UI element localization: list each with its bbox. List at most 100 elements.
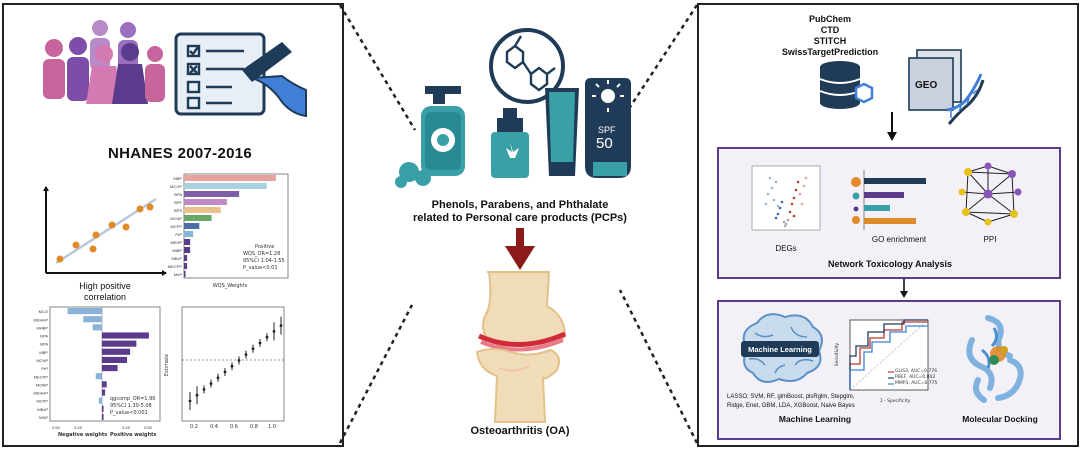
qgc-bar bbox=[102, 348, 131, 355]
qgc-bar bbox=[102, 365, 118, 372]
database-stitch: STITCH bbox=[813, 36, 847, 46]
wqs-bar-label: BPA bbox=[174, 192, 182, 197]
wqs-xlabel: WQS_Weights bbox=[212, 283, 248, 289]
wqs-bar bbox=[184, 263, 188, 269]
ml-label: Machine Learning bbox=[778, 414, 852, 424]
qgc-bar-label: MEHHP bbox=[34, 317, 49, 322]
ml-methods-line2: Ridge, Enet, GBM, LDA, XGBoost, Naive Ba… bbox=[727, 403, 855, 409]
estimate-point bbox=[258, 341, 262, 345]
spf-value: 50 bbox=[596, 135, 613, 152]
volcano-plot bbox=[751, 165, 821, 231]
docking-label: Molecular Docking bbox=[962, 414, 1038, 424]
qgc-bar bbox=[95, 373, 102, 380]
qgc-tick: 0.25 bbox=[74, 425, 83, 430]
qgc-tick: 0.50 bbox=[144, 425, 153, 430]
wqs-legend-4: P_value<0.01 bbox=[243, 265, 278, 271]
qgc-bar bbox=[102, 356, 127, 363]
pcp-title-line1: Phenols, Parabens, and Phthalate bbox=[431, 199, 609, 211]
estimate-point bbox=[195, 393, 199, 397]
ppi-label: PPI bbox=[983, 235, 997, 244]
database-swiss: SwissTargetPrediction bbox=[781, 47, 879, 57]
qgc-bar bbox=[102, 332, 149, 339]
roc-legend-2: PBEF, AUC=0.802 bbox=[895, 375, 936, 380]
molecular-docking-icon bbox=[966, 315, 1024, 403]
forest-tick-3: 0.6 bbox=[230, 424, 238, 430]
oa-label: Osteoarthritis (OA) bbox=[470, 425, 570, 437]
forest-tick-1: 0.2 bbox=[190, 424, 198, 430]
estimate-point bbox=[279, 324, 283, 327]
qgc-bar-label: PrP bbox=[41, 366, 48, 371]
qgc-bar-label: BPA bbox=[40, 342, 48, 347]
qgc-bar-label: MHBP bbox=[36, 325, 48, 330]
roc-xlabel: 1 - Specificity bbox=[879, 399, 911, 404]
database-icon bbox=[819, 61, 874, 109]
qgc-bar-label: MECPP bbox=[34, 374, 49, 379]
spf-text: SPF bbox=[598, 125, 616, 135]
qgc-bar bbox=[102, 381, 107, 388]
forest-tick-4: 0.8 bbox=[250, 424, 258, 430]
arrow-down-2-icon bbox=[900, 279, 908, 298]
wqs-bar-label: MeP bbox=[174, 272, 183, 277]
ml-brain-icon bbox=[741, 313, 823, 383]
qgcomp-weights-chart: MCO MEHHP MHBP BPA BPA MBP MCNP PrP MECPP MONP MEH… bbox=[34, 306, 161, 430]
qgc-bar-label: MEHHP bbox=[34, 391, 49, 396]
wqs-bar bbox=[184, 247, 191, 253]
qgc-legend-1: qgcomp_OR=1.96 bbox=[110, 396, 156, 402]
estimate-point bbox=[265, 335, 269, 339]
qgc-bar bbox=[102, 389, 106, 396]
knee-joint-icon bbox=[475, 271, 567, 423]
database-ctd: CTD bbox=[820, 25, 840, 35]
roc-legend-3: MMP3, AUC=0.775 bbox=[895, 381, 938, 386]
qgc-bar-label: MNP bbox=[39, 415, 48, 420]
ml-brain-label: Machine Learning bbox=[748, 345, 812, 354]
wqs-bar-label: MCOP bbox=[170, 184, 182, 189]
estimate-point bbox=[223, 370, 227, 374]
wqs-legend-2: WQS_OR=1.28 bbox=[243, 251, 281, 257]
wqs-bar bbox=[184, 255, 188, 261]
scatter-label-2: correlation bbox=[83, 292, 127, 302]
wqs-bar bbox=[184, 223, 200, 229]
estimate-point bbox=[216, 376, 220, 380]
go-label: GO enrichment bbox=[871, 235, 927, 244]
estimate-point bbox=[244, 353, 248, 356]
qgc-bar bbox=[102, 413, 104, 420]
wqs-bar-label: MECPP bbox=[168, 264, 183, 269]
qgc-bar-label: MBP bbox=[39, 350, 48, 355]
wqs-weights-chart: MBPMCOPBPABPFBPSMCNPMCPPPrPMEHPMiBPMBzPM… bbox=[168, 173, 289, 279]
qgc-xlabel-neg: Negative weights bbox=[58, 432, 108, 438]
estimate-point bbox=[188, 399, 192, 403]
wqs-bar-label: MBP bbox=[173, 176, 182, 181]
wqs-bar-label: BPS bbox=[174, 208, 182, 213]
wqs-bar bbox=[184, 191, 240, 197]
qgc-tick: 0.25 bbox=[122, 425, 131, 430]
qgc-bar-label: BPA bbox=[40, 334, 48, 339]
qgc-xlabel-pos: Positive weights bbox=[110, 432, 157, 438]
qgc-bar-label: MCO bbox=[39, 309, 48, 314]
estimate-point bbox=[209, 382, 213, 385]
estimate-point bbox=[230, 364, 234, 368]
degs-label: DEGs bbox=[775, 244, 797, 253]
qgc-bar bbox=[67, 308, 102, 315]
wqs-bar-label: MCPP bbox=[170, 224, 182, 229]
qgc-bar-label: MONP bbox=[36, 382, 48, 387]
wqs-bar-label: MBzP bbox=[171, 256, 182, 261]
wqs-bar-label: MEHP bbox=[170, 240, 182, 245]
go-enrichment-chart bbox=[851, 170, 926, 230]
wqs-bar-label: PrP bbox=[175, 232, 182, 237]
wqs-bar-label: MCNP bbox=[170, 216, 182, 221]
people-group-icon bbox=[43, 20, 165, 104]
pcp-title-line2: related to Personal care products (PCPs) bbox=[413, 212, 627, 224]
nta-label: Network Toxicology Analysis bbox=[827, 259, 953, 269]
estimate-point bbox=[272, 330, 276, 333]
qgc-legend-3: P_value<0.001 bbox=[110, 410, 148, 416]
qgc-bar-label: MCNP bbox=[36, 358, 48, 363]
down-arrow-icon bbox=[505, 228, 535, 270]
qgc-bar bbox=[83, 316, 102, 323]
estimate-point bbox=[202, 388, 206, 391]
ppi-network bbox=[958, 162, 1022, 226]
scatter-label-1: High positive bbox=[79, 281, 131, 291]
qgc-tick: 0.50 bbox=[52, 425, 61, 430]
geo-label: GEO bbox=[915, 80, 938, 91]
wqs-bar bbox=[184, 215, 212, 221]
